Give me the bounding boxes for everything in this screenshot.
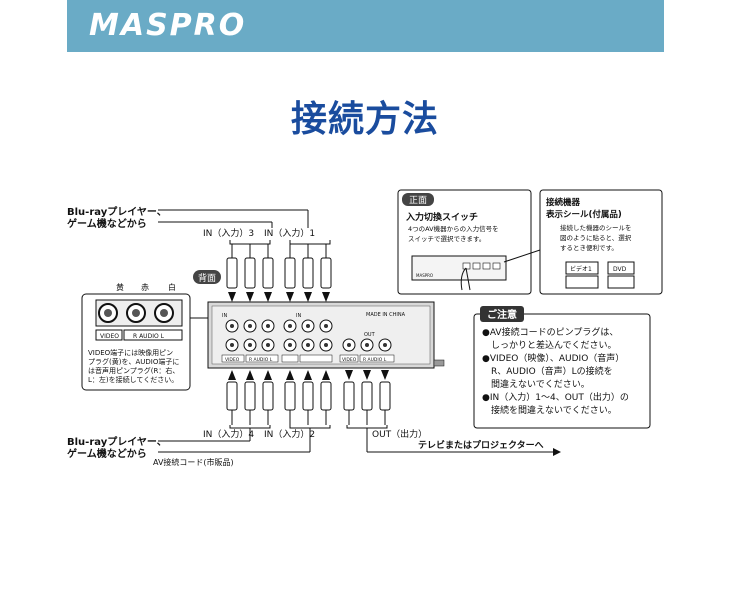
panel-audio-out: R AUDIO L <box>363 357 387 363</box>
seal-desc-1: 接続した機器のシールを <box>560 223 632 232</box>
switch-desc-1: 4つのAV機器からの入力信号を <box>408 224 499 233</box>
panel-video-1: VIDEO <box>225 357 240 363</box>
out-output-label: OUT（出力） <box>372 428 427 440</box>
caution-3b: 接続を間違えないでください。 <box>482 404 617 416</box>
seal-desc-2: 図のように貼ると、選択 <box>560 233 632 242</box>
panel-video-out: VIDEO <box>342 357 357 363</box>
color-red: 赤 <box>141 283 149 292</box>
jack-detail: 黄 赤 白 VIDEO R AUDIO L VIDEO端子には映像用ピン プラグ… <box>81 282 210 391</box>
detail-note-3: は音声用ピンプラグ(R：右、 <box>88 366 179 375</box>
color-yellow: 黄 <box>116 282 124 292</box>
caution-2c: 間違えないでください。 <box>482 378 590 390</box>
caution-1a: ●AV接続コードのピンプラグは、 <box>482 326 618 338</box>
color-white: 白 <box>168 282 176 292</box>
detail-video-label: VIDEO <box>100 333 119 340</box>
made-in-label: MADE IN CHINA <box>366 312 406 318</box>
back-panel-label: 背面 <box>198 272 216 284</box>
cable-label: AV接続コード(市販品) <box>153 457 234 467</box>
front-brand: MASPRO <box>416 273 433 278</box>
caution-1b: しっかりと差込んでください。 <box>482 339 617 351</box>
source-bottom-line1: Blu-rayプレイヤー、 <box>67 435 167 448</box>
seal-box: 接続機器 表示シール(付属品) 接続した機器のシールを 図のように貼ると、選択 … <box>503 189 663 295</box>
switch-desc-2: スイッチで選択できます。 <box>408 234 485 243</box>
in4-label: IN（入力）4 <box>203 428 254 440</box>
header-bar: MASPRO <box>67 0 664 52</box>
source-top-line1: Blu-rayプレイヤー、 <box>67 205 167 218</box>
page-title: 接続方法 <box>290 99 439 140</box>
destination-label: テレビまたはプロジェクターへ <box>418 439 544 451</box>
panel-audio-1: R AUDIO L <box>249 357 273 363</box>
switch-title: 入力切換スイッチ <box>405 211 478 223</box>
bottom-plugs <box>226 370 391 425</box>
detail-note-1: VIDEO端子には映像用ピン <box>88 348 173 357</box>
source-top-line2: ゲーム機などから <box>67 217 147 230</box>
in3-label: IN（入力）3 <box>203 227 254 239</box>
back-panel: MADE IN CHINA IN IN OUT VIDEO R AUDIO L … <box>207 301 445 369</box>
out-label: OUT <box>364 332 376 338</box>
back-panel-badge <box>193 270 221 284</box>
seal-title-1: 接続機器 <box>546 197 581 208</box>
maspro-logo: MASPRO <box>89 8 247 43</box>
in-label-b: IN <box>296 313 301 319</box>
source-bottom-line2: ゲーム機などから <box>67 447 147 460</box>
detail-audio-label: R AUDIO L <box>133 333 165 340</box>
in2-label: IN（入力）2 <box>264 428 315 440</box>
caution-2b: R、AUDIO（音声）Lの接続を <box>482 365 613 377</box>
seal-title-2: 表示シール(付属品) <box>545 209 622 220</box>
top-plugs <box>226 244 332 302</box>
seal-tag-video1: ビデオ1 <box>570 265 592 273</box>
in1-label: IN（入力）1 <box>264 227 315 239</box>
front-label: 正面 <box>409 195 427 206</box>
detail-note-2: プラグ(黄)を、AUDIO端子に <box>88 357 179 366</box>
caution-2a: ●VIDEO（映像）、AUDIO（音声） <box>482 352 624 364</box>
in-label-a: IN <box>222 313 227 319</box>
seal-tag-dvd: DVD <box>613 266 627 273</box>
detail-note-4: L：左)を接続してください。 <box>88 375 178 384</box>
front-panel-box: 正面 入力切換スイッチ 4つのAV機器からの入力信号を スイッチで選択できます。… <box>397 189 532 295</box>
caution-label: ご注意 <box>487 308 517 321</box>
caution-box: ご注意 ●AV接続コードのピンプラグは、 しっかりと差込んでください。 ●VID… <box>473 306 651 429</box>
caution-3a: ●IN（入力）1〜4、OUT（出力）の <box>482 391 629 403</box>
seal-desc-3: するとき便利です。 <box>560 243 618 252</box>
